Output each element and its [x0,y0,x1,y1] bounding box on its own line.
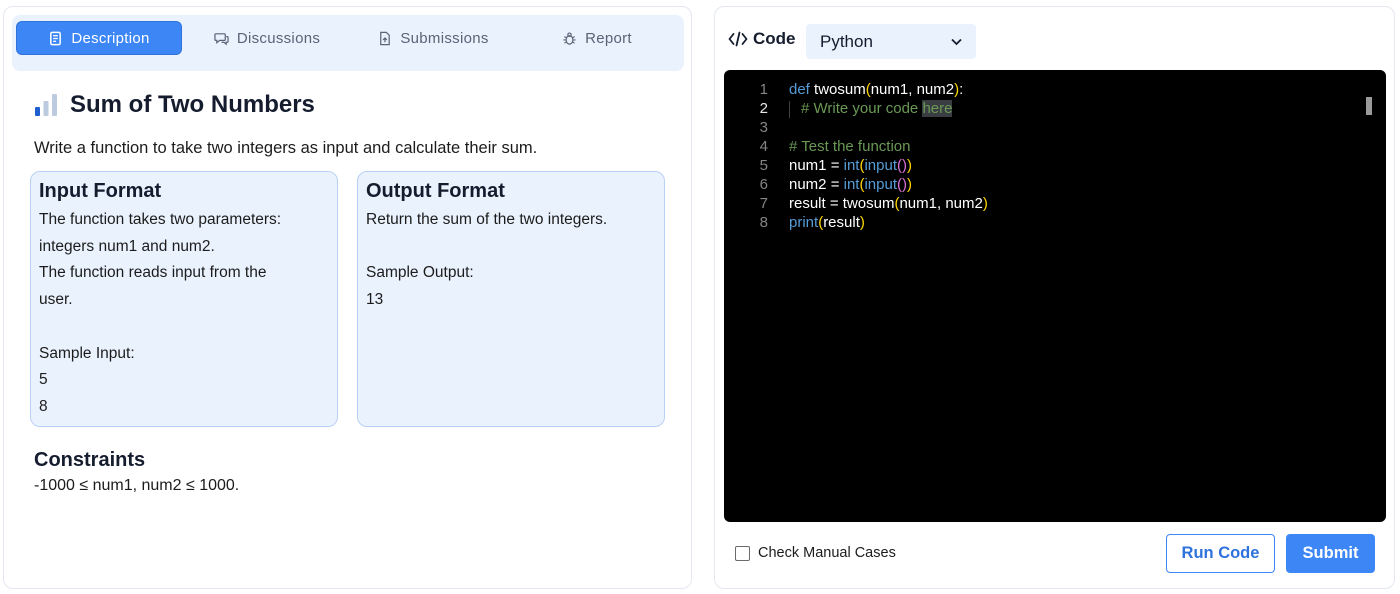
colon-token: : [959,81,964,98]
problem-description: Write a function to take two integers as… [34,139,538,157]
code-line: def twosum(num1, num2): [789,80,988,99]
paren-token: () [897,157,907,174]
line-number: 4 [759,138,768,155]
paren-token: ) [907,176,912,193]
indent-guide [789,100,790,118]
sample-input-value: 5 [39,371,48,389]
tab-description[interactable]: Description [16,21,182,55]
manual-cases-toggle[interactable]: Check Manual Cases [735,545,896,561]
input-format-box: Input Format The function takes two para… [30,171,338,427]
paren-token: ( [859,157,865,174]
line-number: 8 [759,214,768,231]
paren-token: ) [982,195,988,212]
paren-token: () [897,176,907,193]
tab-bar: Description Discussions Submissions Repo… [12,15,684,71]
line-number: 3 [759,119,768,136]
highlighted-word: here [922,100,953,117]
chat-icon [214,32,229,45]
input-format-line: The function takes two parameters: [39,211,282,228]
builtin-token: int [843,176,860,193]
file-upload-icon [380,31,391,45]
builtin-token: int [843,157,860,174]
code-line-current: # Write your code here [789,99,988,118]
sample-input-label: Sample Input: [39,344,135,362]
code-line: # Test the function [789,137,988,156]
document-icon [50,31,62,45]
code-label-text: Code [753,29,796,48]
line-number-current: 2 [759,100,768,117]
paren-token: ( [818,214,824,231]
difficulty-bars-icon [35,94,57,116]
tab-label: Submissions [400,29,489,47]
manual-cases-checkbox[interactable] [735,545,750,561]
sample-input-value: 8 [39,397,48,415]
tab-label: Report [585,29,632,47]
chevron-down-icon [951,38,962,45]
builtin-token: input [864,157,897,174]
params-token: num1, num2 [870,81,955,98]
code-lines: def twosum(num1, num2): # Write your cod… [789,80,988,232]
paren-token: ) [907,157,912,174]
tab-label: Description [71,29,150,47]
bug-icon [563,31,576,45]
sample-output-value: 13 [366,291,384,309]
paren-token: ( [865,81,871,98]
comment-token: # Test the function [789,138,911,155]
language-selected: Python [820,31,873,51]
code-line: num1 = int(input()) [789,156,988,175]
paren-token: ( [894,195,900,212]
manual-cases-label: Check Manual Cases [758,545,896,561]
tab-discussions[interactable]: Discussions [202,21,332,55]
input-format-line: integers num1 and num2. [39,237,215,255]
keyword-token: def [789,81,810,98]
arg-token: result [823,214,860,231]
line-number: 1 [759,81,768,98]
line-number-gutter: 1 2 3 4 5 6 7 8 [724,80,768,232]
sample-output-label: Sample Output: [366,264,474,282]
editor-scrollbar-thumb[interactable] [1366,97,1372,115]
submit-button[interactable]: Submit [1286,534,1375,573]
input-format-line [39,314,329,341]
code-editor[interactable]: 1 2 3 4 5 6 7 8 def twosum(num1, num2): … [724,70,1386,522]
tab-submissions[interactable]: Submissions [368,21,498,55]
line-number: 5 [759,157,768,174]
assign-token: num1 = [789,157,844,174]
code-brackets-icon [728,31,748,47]
comment-token: # Write your code [801,100,923,117]
paren-token: ) [954,81,960,98]
paren-token: ) [859,214,865,231]
input-format-line: The function reads input from the [39,264,267,282]
params-token: num1, num2 [899,195,983,212]
language-select[interactable]: Python [806,24,976,59]
problem-title: Sum of Two Numbers [70,91,315,118]
builtin-token: print [789,214,819,231]
code-panel: Code Python 1 2 3 4 5 6 7 8 def twosum(n… [714,6,1395,589]
code-line: print(result) [789,213,988,232]
code-line: result = twosum(num1, num2) [789,194,988,213]
output-format-line: Return the sum of the two integers. [366,211,608,228]
run-code-button[interactable]: Run Code [1166,534,1275,573]
assign-token: num2 = [789,176,844,193]
problem-title-row: Sum of Two Numbers [34,91,315,119]
input-format-line: user. [39,291,73,309]
code-line [789,118,988,137]
output-format-box: Output Format Return the sum of the two … [357,171,665,427]
line-number: 7 [759,195,768,212]
assign-token: result = twosum [789,195,895,212]
tab-report[interactable]: Report [552,21,642,55]
builtin-token: input [864,176,897,193]
function-name-token: twosum [814,81,866,98]
code-label: Code [728,29,796,49]
constraints-heading: Constraints [34,449,146,471]
line-number: 6 [759,176,768,193]
output-format-heading: Output Format [366,180,505,202]
problem-panel: Description Discussions Submissions Repo… [3,6,692,589]
paren-token: ( [859,176,865,193]
code-line: num2 = int(input()) [789,175,988,194]
tab-label: Discussions [236,29,321,47]
output-format-line [366,234,656,261]
constraints-text: -1000 ≤ num1, num2 ≤ 1000. [34,477,240,494]
input-format-heading: Input Format [39,180,162,202]
